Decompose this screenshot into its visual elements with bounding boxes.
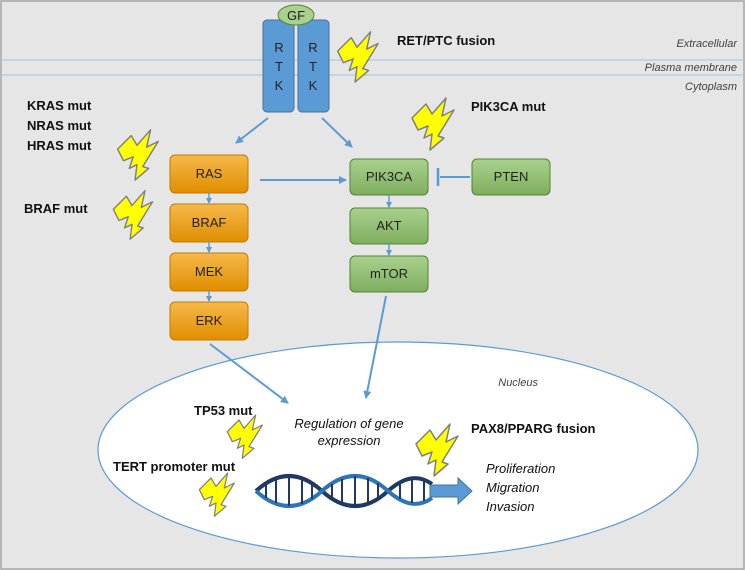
arrow-rtk-to-pik3ca [321,117,353,148]
region-cytoplasm: Cytoplasm [685,81,737,93]
mutation-pax8-pparg: PAX8/PPARG fusion [471,421,596,436]
box-braf-label: BRAF [192,215,227,230]
outcome-invasion: Invasion [486,499,534,514]
nucleus [97,341,699,559]
mutation-tert: TERT promoter mut [113,459,236,474]
arrow-erk-to-nucleus [209,343,289,404]
rtk-right-letter: K [309,78,318,93]
region-nucleus: Nucleus [498,377,538,389]
rtk-right-subunit [297,19,330,113]
dna-helix-icon [254,474,434,508]
region-plasma-membrane: Plasma membrane [645,62,737,74]
box-erk-label: ERK [196,313,223,328]
rtk-right-letter: R [308,40,317,55]
outcome-proliferation: Proliferation [486,461,555,476]
box-pik3ca-label: PIK3CA [366,169,413,184]
mutation-tp53: TP53 mut [194,403,253,418]
lightning-bolt-icon [112,189,154,240]
rtk-left-letter: K [275,78,284,93]
outcome-migration: Migration [486,480,539,495]
ligand-label: GF [287,8,305,23]
growth-factor-ligand [277,4,315,26]
rtk-left-subunit [262,19,295,113]
mutation-kras: KRAS mut [27,98,92,113]
box-mtor-label: mTOR [370,266,408,281]
region-extracellular: Extracellular [676,38,738,50]
rtk-left-letter: T [275,59,283,74]
mutation-pik3ca: PIK3CA mut [471,99,546,114]
lightning-bolt-icon [116,129,160,181]
lightning-bolt-icon [411,97,455,151]
box-mtor [349,255,429,293]
regulation-line-1: Regulation of gene [294,416,403,431]
mutation-hras: HRAS mut [27,138,92,153]
box-pten-label: PTEN [494,169,529,184]
rtk-left-letter: R [274,40,283,55]
regulation-line-2: expression [318,433,381,448]
mutation-ret-ptc: RET/PTC fusion [397,33,495,48]
arrow-rtk-to-ras [235,117,269,144]
box-mek-label: MEK [195,264,224,279]
box-ras-label: RAS [196,166,223,181]
mutation-nras: NRAS mut [27,118,92,133]
rtk-right-letter: T [309,59,317,74]
arrow-mtor-to-nucleus [363,295,387,399]
box-akt-label: AKT [376,218,401,233]
output-arrow-icon [429,476,473,506]
box-pten [471,158,551,196]
mutation-braf: BRAF mut [24,201,88,216]
box-erk [169,301,249,341]
